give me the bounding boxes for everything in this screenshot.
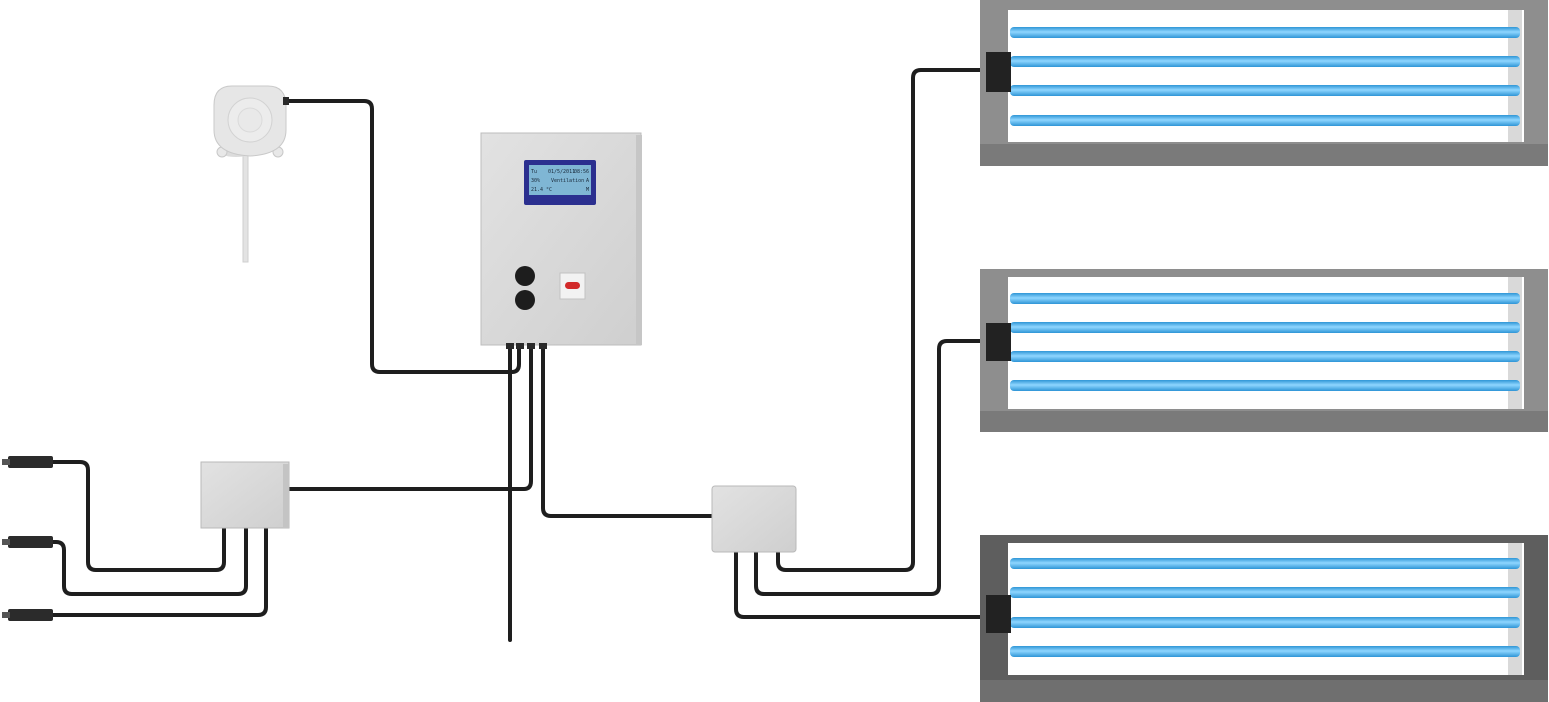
- lcd-row3-right: M: [586, 187, 589, 193]
- light-fixture-1: [980, 0, 1548, 166]
- cables: [50, 68, 987, 642]
- cable-probe-3: [50, 526, 268, 617]
- temperature-probes: [2, 456, 53, 621]
- cable-sensor-controller: [286, 99, 521, 374]
- cable-fixture-3: [734, 550, 987, 619]
- push-button-icon: [515, 290, 535, 310]
- lcd-row3-left: 21.4 °C: [531, 187, 552, 193]
- temperature-probe-icon: [2, 609, 53, 621]
- light-fixture-3: [980, 535, 1548, 702]
- cable-fixture-2: [754, 339, 987, 596]
- cable-fixture-1: [776, 68, 987, 572]
- left-junction-box: [200, 461, 290, 529]
- lcd-row2-left: 30%: [531, 178, 540, 184]
- controller-cabinet: Tu 01/5/2011 08:56 30% Ventilation A 21.…: [480, 132, 642, 349]
- lcd-row1-left: Tu: [531, 169, 537, 175]
- lcd-row2-right: A: [586, 178, 589, 184]
- ambient-sensor-icon: [213, 85, 289, 263]
- temperature-probe-icon: [2, 456, 53, 468]
- temperature-probe-icon: [2, 536, 53, 548]
- lcd-display: Tu 01/5/2011 08:56 30% Ventilation A 21.…: [524, 160, 596, 205]
- cable-controller-right-junction: [541, 343, 714, 518]
- cable-probe-1: [50, 460, 226, 572]
- cable-probe-2: [50, 526, 248, 596]
- lcd-row2-mid: Ventilation: [551, 178, 584, 184]
- lcd-row1-right: 08:56: [574, 169, 589, 175]
- cable-left-junction-controller: [286, 343, 533, 491]
- rocker-switch-icon: [559, 272, 586, 300]
- right-junction-box: [711, 485, 797, 553]
- light-fixture-2: [980, 269, 1548, 432]
- push-button-icon: [515, 266, 535, 286]
- lcd-row1-mid: 01/5/2011: [548, 169, 575, 175]
